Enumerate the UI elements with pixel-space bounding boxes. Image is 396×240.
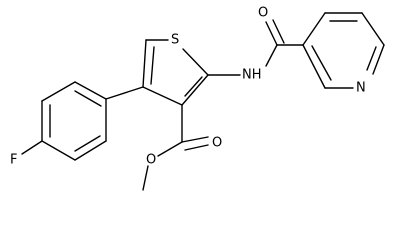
amide-linker [207, 19, 304, 76]
bond-py-c6-n [372, 44, 385, 75]
methyl-ester [142, 104, 209, 191]
bond-ph-c5-c6 [74, 140, 107, 161]
atom-label-pyridine-n: N [356, 81, 366, 96]
bond-py-c2-c3 [302, 44, 326, 89]
bond-py-c5-c6 [361, 12, 385, 46]
bond-ester-c-o-carbonyl-2 [184, 144, 209, 151]
bond-c5-c4-inner [150, 46, 155, 85]
thiophene-ring [142, 39, 209, 106]
bond-ester-c-o-alkoxy [157, 141, 183, 157]
bond-ph-c5-c6-inner [74, 135, 101, 152]
bond-c4-c3 [142, 86, 183, 106]
atom-label-nh: NH [242, 68, 262, 83]
molecule-canvas: F S NH N O O O [10, 6, 385, 191]
bond-c3-c2-inner [184, 76, 203, 97]
bond-py-c2-c3-inner [311, 45, 332, 81]
bond-ester-c-o-carbonyl [181, 136, 209, 143]
molecule-structure: F S NH N O O O [10, 6, 385, 191]
bond-ph-c1-c2-inner [74, 90, 102, 107]
pyridine-ring [302, 12, 385, 89]
bond-py-c6-n-inner [366, 46, 377, 71]
bond-o-methyl [142, 165, 149, 191]
bond-py-c3-c4 [302, 12, 326, 46]
atom-label-ester-o-carbonyl: O [212, 136, 222, 151]
bond-ph-c1-c2 [74, 81, 107, 100]
bond-c2-s [182, 48, 209, 76]
bond-ph-c4-c5 [41, 140, 76, 161]
atom-label-s: S [171, 33, 179, 48]
bond-carbonyl-o-2 [272, 19, 285, 44]
bond-c4-phenyl [105, 86, 144, 100]
atom-label-amide-o: O [258, 6, 268, 21]
atom-label-f: F [10, 153, 17, 168]
fluorophenyl-ring [21, 81, 144, 161]
bond-c5-c4 [142, 39, 147, 88]
bond-ph-c2-c3 [41, 81, 76, 102]
bond-nh-carbonyl [265, 44, 278, 67]
bond-ph-f [21, 140, 43, 155]
bond-c3-c2 [181, 74, 209, 106]
atom-label-ester-o-alkoxy: O [146, 153, 156, 168]
bond-carbonyl-o-1 [265, 21, 278, 46]
